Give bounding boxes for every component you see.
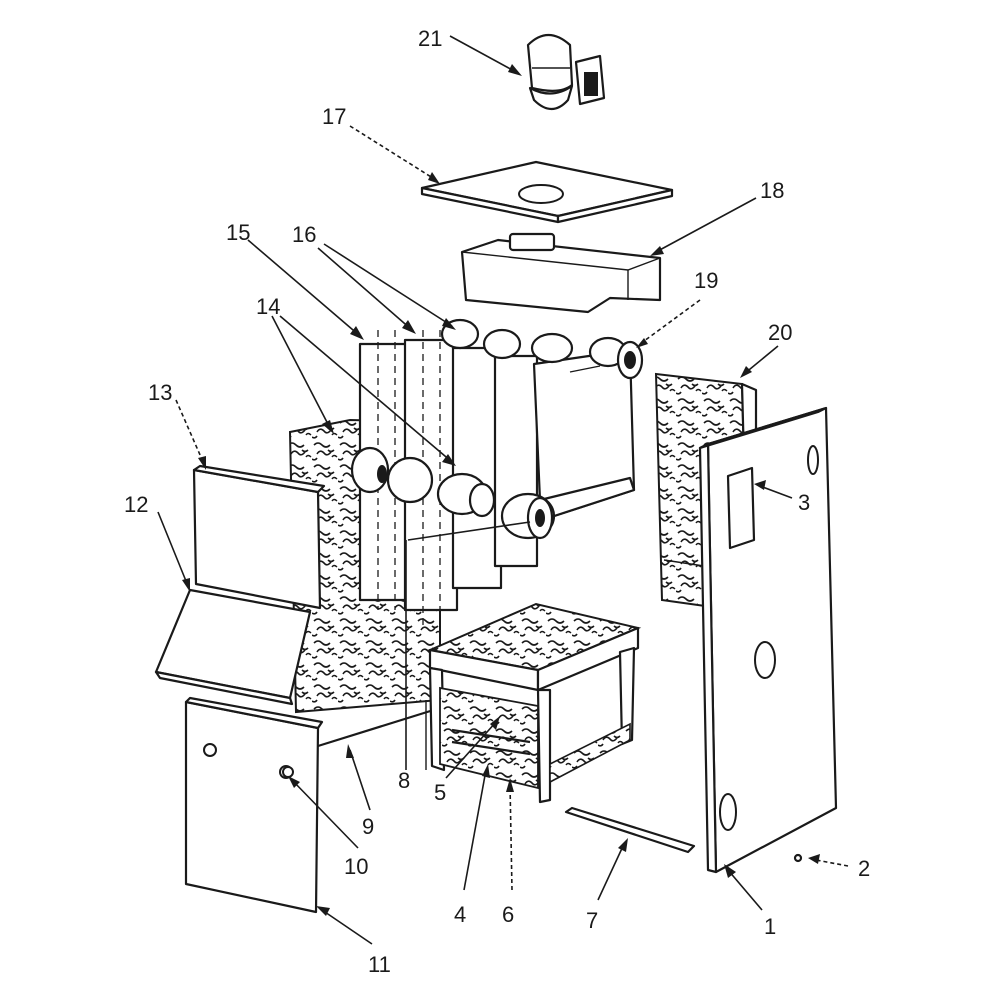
part-19-end-section [532, 348, 636, 520]
callout-21: 21 [418, 26, 442, 51]
part-3-rating-plate [726, 466, 756, 550]
leader-9 [349, 749, 371, 811]
callout-20: 20 [768, 320, 792, 345]
leader-3 [759, 485, 793, 499]
leader-5 [445, 721, 497, 779]
leader-15 [247, 239, 361, 337]
part-14-lower-nipples [350, 446, 556, 540]
callout-labels: 21 17 18 15 16 19 14 20 13 3 12 5 8 9 10… [124, 26, 870, 977]
part-17-top-panel [420, 160, 674, 224]
callout-6: 6 [502, 902, 514, 927]
leader-14a [271, 315, 331, 429]
callout-7: 7 [586, 908, 598, 933]
part-13-upper-front-panel [192, 464, 326, 610]
callout-17: 17 [322, 104, 346, 129]
leader-19 [639, 299, 701, 345]
callout-3: 3 [798, 490, 810, 515]
callout-2: 2 [858, 856, 870, 881]
leader-11 [321, 909, 373, 945]
leader-7 [597, 843, 625, 901]
callout-8: 8 [398, 768, 410, 793]
callout-14: 14 [256, 294, 280, 319]
callout-11: 11 [368, 952, 391, 977]
part-9-rod [317, 706, 441, 748]
part-10-knob [282, 766, 294, 778]
leader-1 [727, 869, 763, 911]
callout-13: 13 [148, 380, 172, 405]
leader-21 [449, 35, 517, 73]
part-7-rod [564, 806, 696, 854]
leader-2 [815, 859, 849, 867]
leader-6 [509, 783, 513, 891]
leader-18 [655, 197, 757, 253]
leader-20 [743, 345, 779, 375]
leader-16a [317, 247, 413, 331]
part-2-screw [793, 853, 803, 863]
leader-13 [175, 399, 205, 465]
leader-4 [463, 769, 487, 891]
callout-1: 1 [764, 914, 776, 939]
leader-lines [157, 35, 849, 945]
leader-16b [323, 243, 453, 327]
callout-19: 19 [694, 268, 718, 293]
callout-16: 16 [292, 222, 316, 247]
callout-15: 15 [226, 220, 250, 245]
callout-4: 4 [454, 902, 466, 927]
leader-12 [157, 511, 189, 587]
part-21-draft-diverter [526, 33, 606, 111]
callout-18: 18 [760, 178, 784, 203]
part-11-front-door [184, 696, 324, 914]
callout-5: 5 [434, 780, 446, 805]
callout-10: 10 [344, 854, 368, 879]
callout-12: 12 [124, 492, 148, 517]
leader-17 [349, 125, 437, 181]
leader-14b [279, 315, 453, 463]
part-base-burner-tray [426, 602, 642, 804]
callout-9: 9 [362, 814, 374, 839]
part-18-flue-collector [460, 232, 662, 314]
part-12-lower-jacket-panel [154, 588, 312, 706]
leader-10 [291, 779, 359, 849]
part-1-side-panel [698, 406, 838, 874]
leader-14c [407, 521, 531, 541]
